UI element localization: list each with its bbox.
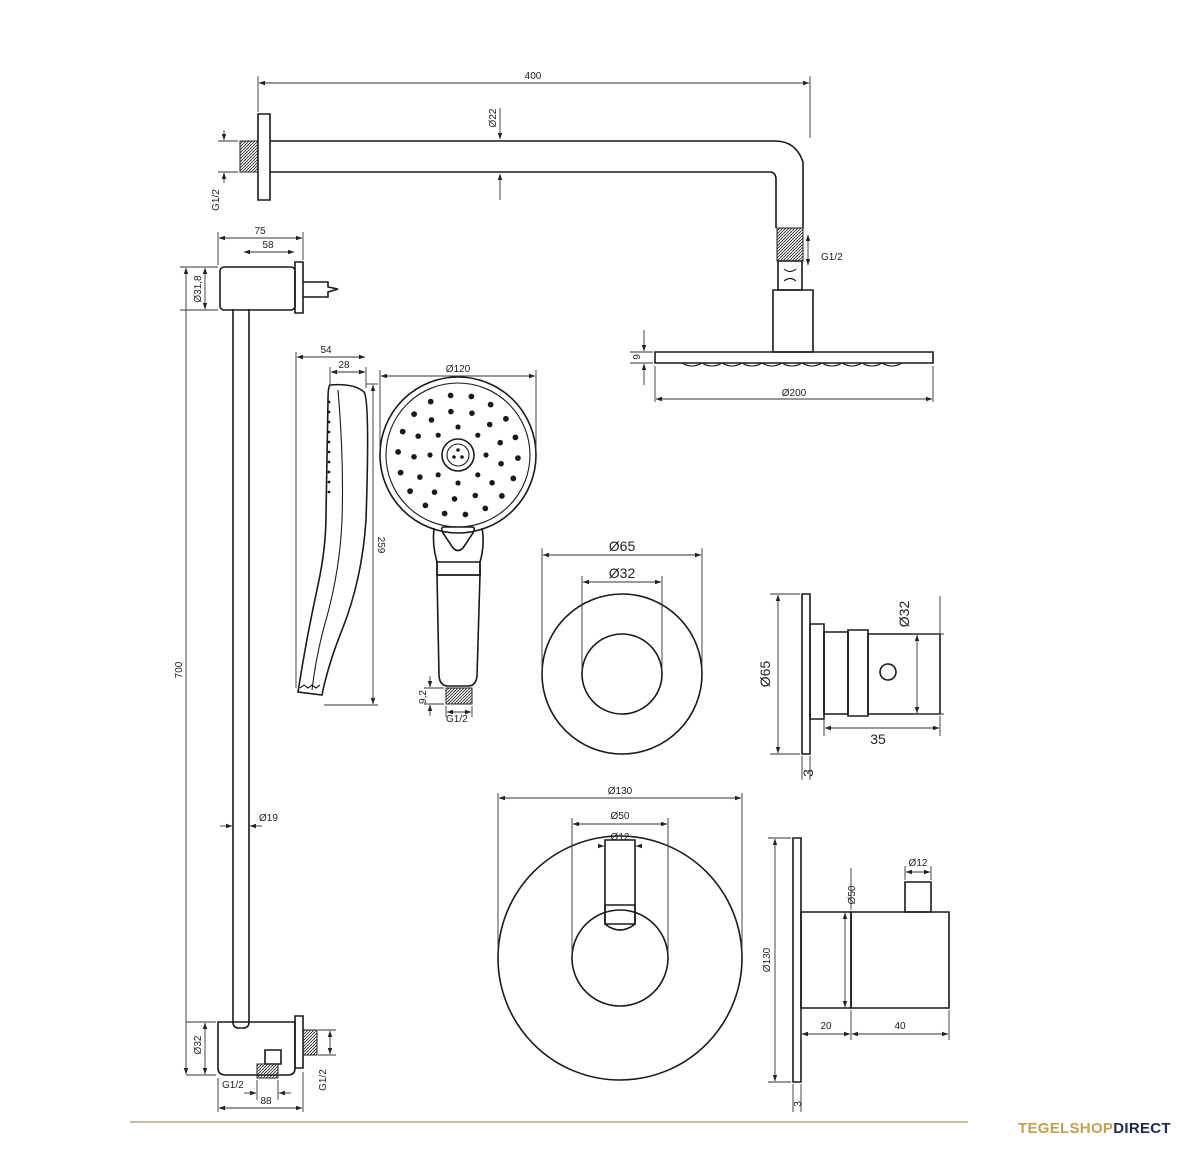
nozzle-dot (468, 393, 475, 400)
rose-side-plate-label: 3 (800, 769, 816, 777)
plate-knob-label: Ø50 (611, 811, 630, 822)
nozzle-dot (395, 449, 401, 455)
nozzle-dot (510, 475, 517, 482)
nozzle-dot (455, 480, 461, 486)
plate-outer-label: Ø130 (608, 786, 633, 797)
rail-diameter-label: Ø19 (259, 813, 278, 824)
rose-front-drawing (542, 594, 702, 754)
brand-part1: TEGELSHOP (1018, 1120, 1114, 1137)
nozzle-dot (397, 469, 404, 476)
nozzle-dot (427, 398, 434, 405)
brand-part2: DIRECT (1113, 1120, 1171, 1137)
nozzle-dot (498, 460, 504, 467)
arm-thread-label: G1/2 (211, 189, 222, 211)
nozzle-dot (448, 408, 454, 415)
rose-inner-label: Ø32 (609, 565, 636, 581)
nozzle-dot (497, 439, 504, 446)
rail-bottom-thread-label: G1/2 (222, 1080, 244, 1091)
nozzle-dot (515, 455, 521, 461)
nozzle-dot (469, 410, 475, 417)
rail-bottom-flange-label: Ø32 (193, 1035, 204, 1054)
nozzle-dot (441, 510, 448, 517)
nozzle-dot (451, 496, 458, 502)
hand-thread-label: G1/2 (446, 714, 468, 725)
hand-shower-side-drawing (298, 385, 368, 695)
nozzle-dot (455, 424, 461, 430)
rail-bottom-depth-label: 88 (260, 1096, 272, 1107)
plate-side-drawing (793, 838, 949, 1082)
nozzle-dot (487, 401, 494, 408)
head-thickness-label: 9 (632, 354, 643, 360)
nozzle-dot (472, 492, 479, 499)
hand-length-label: 259 (375, 537, 386, 554)
shower-arm-drawing (240, 114, 933, 366)
plate-stem-label: Ø12 (611, 832, 630, 843)
head-thread-label: G1/2 (821, 252, 843, 263)
nozzle-dot (427, 452, 433, 458)
nozzle-dot (422, 502, 429, 509)
rail-depth-label: 75 (254, 226, 266, 237)
nozzle-dot (486, 421, 493, 428)
nozzle-dot (475, 432, 481, 438)
rail-depth-inner-label: 58 (262, 240, 274, 251)
rail-height-label: 700 (174, 661, 185, 678)
rail-bottom-thread-side-label: G1/2 (318, 1069, 329, 1091)
rose-side-drawing (802, 594, 940, 754)
hand-diameter-label: Ø120 (446, 364, 471, 375)
plate-side-stem-label: Ø12 (909, 858, 928, 869)
nozzle-dot (411, 411, 417, 417)
rose-side-knob-label: Ø32 (896, 601, 912, 628)
arm-length-label: 400 (525, 71, 542, 82)
slide-rail-drawing (218, 262, 338, 1078)
brand-logo: TEGELSHOPDIRECT (1018, 1120, 1171, 1137)
nozzle-dot (462, 511, 469, 518)
nozzle-dot (435, 432, 441, 438)
nozzle-dot (417, 474, 423, 480)
nozzle-dot (399, 428, 406, 435)
nozzle-dot (435, 472, 441, 478)
plate-side-depth1-label: 20 (820, 1021, 832, 1032)
plate-front-drawing (498, 836, 742, 1080)
rose-side-dimensions: Ø65 Ø32 35 3 (757, 594, 944, 780)
nozzle-dot (407, 488, 413, 495)
rose-side-height-label: Ø65 (757, 661, 773, 688)
nozzle-dot (447, 392, 454, 399)
nozzle-dot (415, 433, 422, 440)
plate-side-plate-label: 3 (793, 1101, 804, 1107)
rose-front-dimensions: Ø65 Ø32 (542, 538, 702, 672)
hand-shower-front-drawing (380, 377, 536, 704)
rail-dimensions: 75 58 Ø31,8 700 Ø19 Ø32 G1/2 G1/2 88 (174, 226, 336, 1112)
nozzle-dot (483, 452, 489, 458)
nozzle-dot (431, 489, 438, 496)
rail-flange-label: Ø31,8 (193, 275, 204, 303)
head-diameter-label: Ø200 (782, 388, 807, 399)
hand-front-dimensions: Ø120 9,2 G1/2 (380, 364, 536, 725)
nozzle-dot (475, 472, 481, 478)
plate-front-dimensions: Ø130 Ø50 Ø12 (498, 786, 742, 955)
nozzle-dot (411, 454, 417, 460)
nozzle-dot (512, 434, 519, 441)
plate-side-dimensions: Ø130 Ø50 Ø12 20 40 3 (762, 838, 949, 1112)
rose-side-depth-label: 35 (870, 731, 886, 747)
hand-thread-height-label: 9,2 (418, 690, 429, 704)
nozzle-dot (428, 417, 435, 423)
nozzle-dot (499, 493, 505, 499)
nozzle-dot (503, 415, 509, 422)
rose-outer-label: Ø65 (609, 538, 636, 554)
arm-diameter-label: Ø22 (488, 108, 499, 127)
hand-depth-label: 54 (320, 345, 332, 356)
hand-side-dimensions: 54 28 259 (296, 345, 386, 705)
arm-dimensions: 400 Ø22 G1/2 G1/2 9 Ø200 (211, 71, 933, 402)
plate-side-depth2-label: 40 (894, 1021, 906, 1032)
nozzle-dot (489, 480, 495, 486)
plate-side-knob-label: Ø50 (847, 885, 858, 904)
plate-side-height-label: Ø130 (762, 947, 773, 972)
hand-depth-inner-label: 28 (338, 360, 350, 371)
nozzle-dot (482, 505, 489, 512)
